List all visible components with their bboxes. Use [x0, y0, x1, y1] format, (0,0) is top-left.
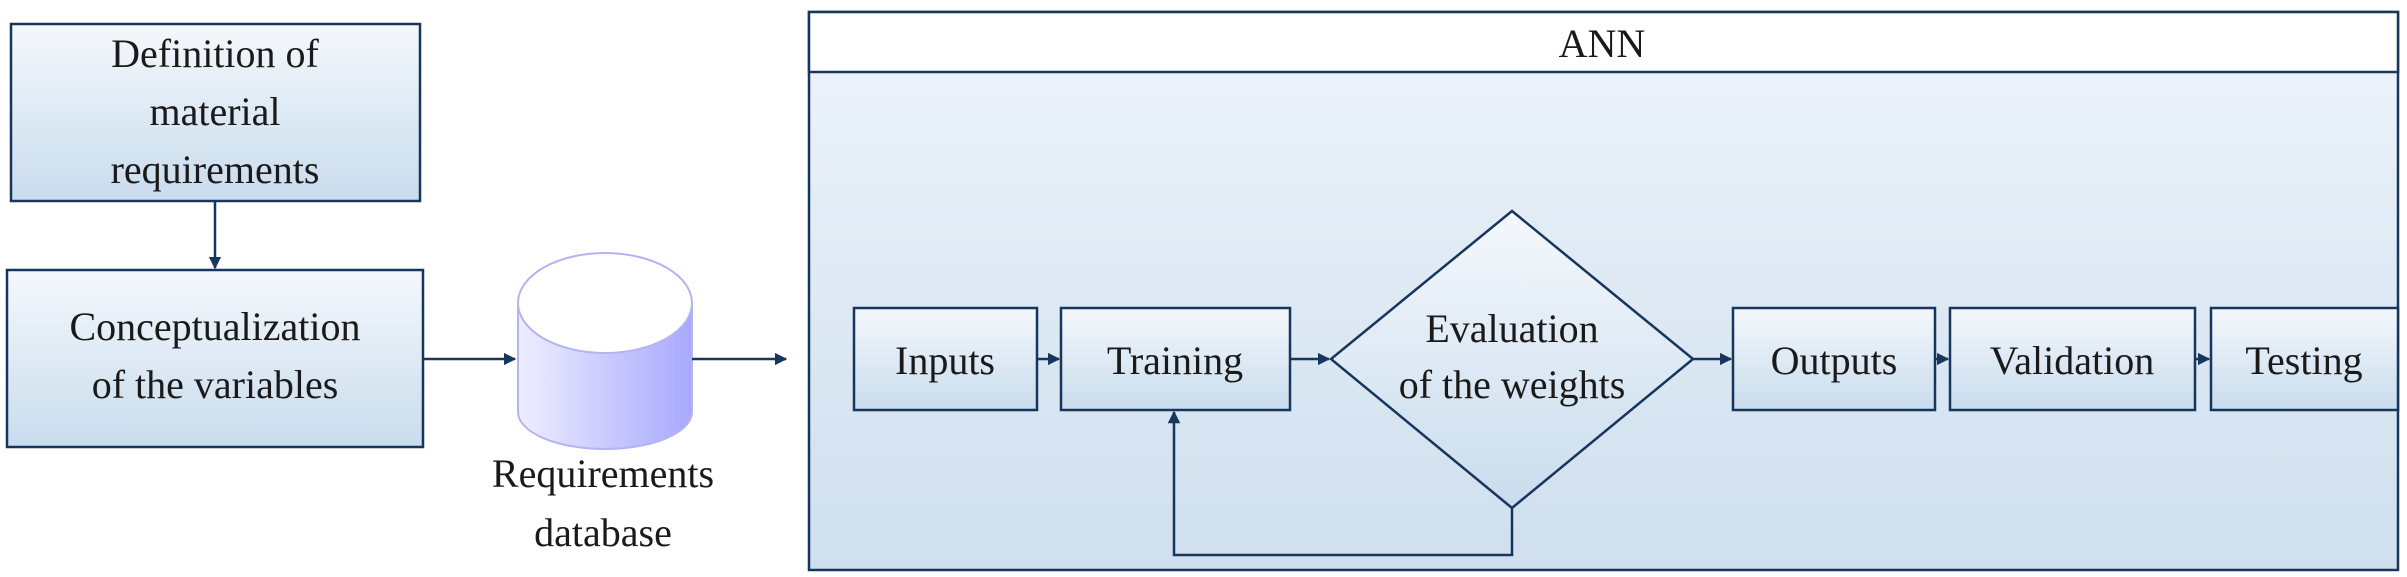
- evaluation-diamond: Evaluation of the weights: [1329, 209, 1695, 510]
- testing-label: Testing: [2245, 338, 2362, 383]
- outputs-box: Outputs: [1731, 306, 1937, 412]
- definition-line-2: material: [149, 89, 280, 134]
- evaluation-line-2: of the weights: [1399, 362, 1626, 407]
- training-box: Training: [1059, 306, 1292, 412]
- database-cylinder-icon: [517, 252, 693, 450]
- definition-line-1: Definition of: [111, 31, 319, 76]
- training-label: Training: [1107, 338, 1243, 383]
- evaluation-line-1: Evaluation: [1425, 306, 1598, 351]
- validation-label: Validation: [1990, 338, 2154, 383]
- inputs-box: Inputs: [852, 306, 1039, 412]
- evaluation-feedback-arrow: [1167, 410, 1514, 557]
- database-label-line-1: Requirements: [492, 451, 714, 496]
- database-label-line-2: database: [534, 510, 672, 555]
- outputs-label: Outputs: [1771, 338, 1898, 383]
- ann-panel-title: ANN: [1559, 21, 1646, 66]
- validation-box: Validation: [1948, 306, 2197, 412]
- conceptualization-line-2: of the variables: [92, 362, 339, 407]
- testing-box: Testing: [2209, 306, 2400, 412]
- conceptualization-box: Conceptualization of the variables: [5, 268, 425, 449]
- conceptualization-line-1: Conceptualization: [69, 304, 360, 349]
- definition-line-3: requirements: [111, 147, 320, 192]
- inputs-label: Inputs: [895, 338, 995, 383]
- definition-box: Definition of material requirements: [9, 22, 422, 203]
